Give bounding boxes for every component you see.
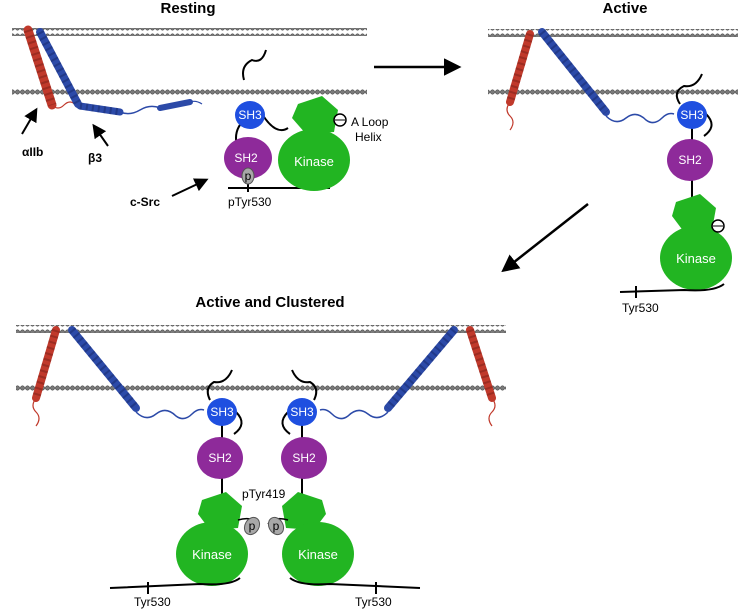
csrc-resting: Kinase A Loop Helix SH3 SH2 p xyxy=(224,49,389,192)
active-membrane-outer xyxy=(488,29,738,37)
resting-title: Resting xyxy=(160,0,215,17)
clustered-membrane-outer xyxy=(16,325,506,333)
active-to-clustered-arrow xyxy=(501,203,589,273)
active-beta3-helix xyxy=(538,28,675,124)
active-kinase-n-lobe xyxy=(672,194,716,232)
right-sh3-domain xyxy=(287,398,317,426)
active-kinase-label: Kinase xyxy=(676,251,716,266)
left-kinase-c-lobe xyxy=(176,522,248,586)
sh2-label: SH2 xyxy=(234,151,258,165)
right-sh3-label: SH3 xyxy=(290,405,314,419)
kinase-c-lobe xyxy=(278,129,350,191)
kinase-label: Kinase xyxy=(294,154,334,169)
clustered-membrane-inner xyxy=(16,385,506,393)
active-membrane-inner xyxy=(488,88,738,96)
clustered-right-integrin xyxy=(319,326,496,427)
phospho-label: p xyxy=(245,169,252,183)
beta3-label: β3 xyxy=(88,151,102,165)
active-csrc: SH3 SH2 Kinase xyxy=(619,73,732,298)
right-ptyr419-icon xyxy=(267,516,285,536)
left-sh2-label: SH2 xyxy=(208,451,232,465)
clustered-left-integrin xyxy=(32,326,205,427)
left-ptyr419-icon xyxy=(243,516,261,536)
sh2-kinase-linker xyxy=(261,113,289,132)
ptyr530-label: pTyr530 xyxy=(228,195,272,209)
alpha-iib-arrow xyxy=(21,107,38,135)
right-kinase-n-lobe xyxy=(282,492,326,530)
csrc-arrow xyxy=(171,178,209,197)
csrc-label: c-Src xyxy=(130,195,160,209)
beta3-helix xyxy=(36,28,203,116)
right-kinase-label: Kinase xyxy=(298,547,338,562)
panel-resting: Resting αIIb β3 xyxy=(12,0,389,209)
right-sh2-domain xyxy=(281,437,327,479)
a-loop-label-line2: Helix xyxy=(355,130,382,144)
active-sh3-label: SH3 xyxy=(680,108,704,122)
clustered-right-csrc: SH3 SH2 Kinase p xyxy=(267,369,421,594)
active-sh2-label: SH2 xyxy=(678,153,702,167)
a-loop-label-line1: A Loop xyxy=(351,115,389,129)
sh2-domain xyxy=(224,137,272,179)
kinase-n-lobe xyxy=(292,96,338,134)
active-kinase-c-lobe xyxy=(660,226,732,290)
phospho-tyr530-icon xyxy=(241,167,255,185)
left-kinase-label: Kinase xyxy=(192,547,232,562)
left-sh2-domain xyxy=(197,437,243,479)
active-sh3-domain xyxy=(677,101,707,129)
membrane-outer-leaflet xyxy=(12,28,367,36)
clustered-tyr530-right-label: Tyr530 xyxy=(355,595,392,609)
membrane-inner-leaflet xyxy=(12,88,367,96)
active-alpha-iib-helix xyxy=(506,30,534,131)
ptyr419-label: pTyr419 xyxy=(242,487,286,501)
clustered-title: Active and Clustered xyxy=(195,294,344,311)
n-terminal-linker xyxy=(242,49,267,81)
panel-active: Active SH3 SH2 Kinase xyxy=(488,0,738,315)
beta3-arrow xyxy=(92,123,109,147)
left-phospho-label: p xyxy=(249,519,256,533)
left-sh3-label: SH3 xyxy=(210,405,234,419)
active-title: Active xyxy=(602,0,647,17)
sh3-domain xyxy=(235,101,265,129)
alpha-iib-helix xyxy=(23,25,77,110)
right-kinase-c-lobe xyxy=(282,522,354,586)
panel-clustered: Active and Clustered SH3 xyxy=(16,294,506,609)
right-phospho-label: p xyxy=(273,519,280,533)
active-sh2-domain xyxy=(667,139,713,181)
left-kinase-n-lobe xyxy=(198,492,242,530)
sh3-label: SH3 xyxy=(238,108,262,122)
alpha-iib-label: αIIb xyxy=(22,145,43,159)
clustered-tyr530-left-label: Tyr530 xyxy=(134,595,171,609)
active-tyr530-label: Tyr530 xyxy=(622,301,659,315)
right-sh2-label: SH2 xyxy=(292,451,316,465)
clustered-left-csrc: SH3 SH2 Kinase p xyxy=(109,369,261,594)
left-sh3-domain xyxy=(207,398,237,426)
